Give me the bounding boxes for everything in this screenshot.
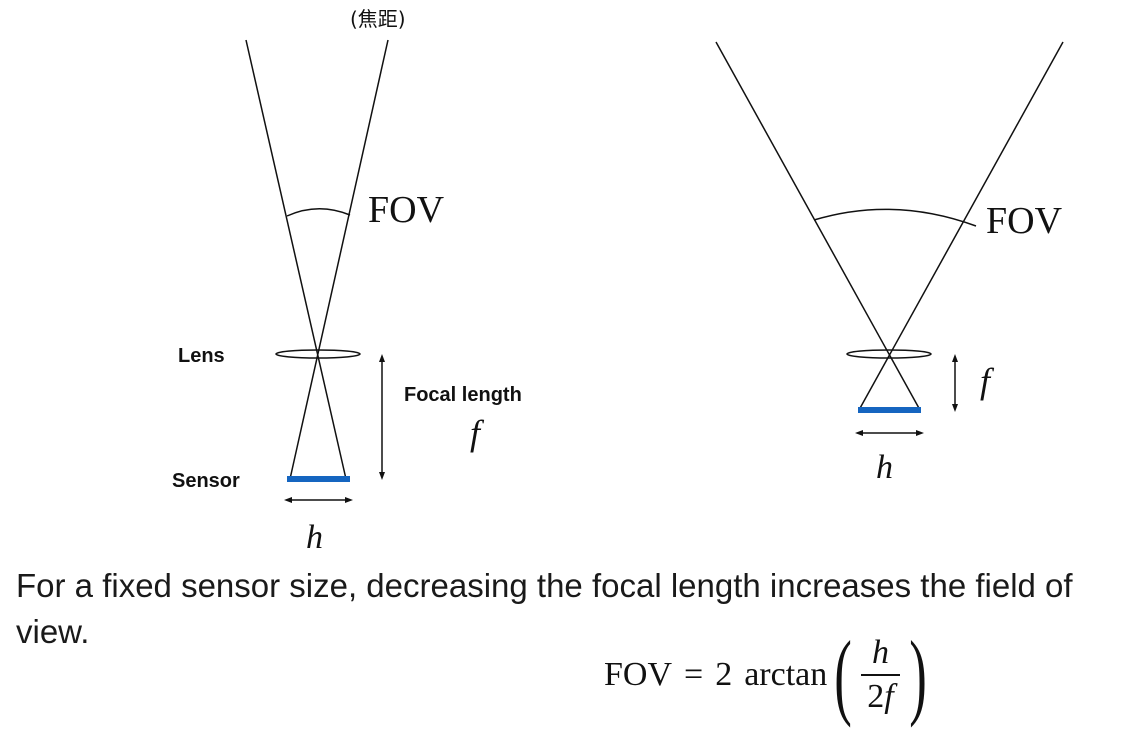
left-fov-arc — [286, 208, 351, 217]
formula-coef: 2 — [715, 656, 733, 693]
left-sensor-symbol: h — [306, 519, 323, 556]
left-fov-label: FOV — [368, 189, 445, 231]
formula-equals: = — [684, 656, 704, 693]
formula-close-paren: ) — [908, 621, 927, 728]
formula-fraction: h 2f — [861, 634, 900, 716]
right-focal-symbol: f — [980, 361, 995, 401]
right-diagram — [715, 41, 1064, 436]
formula-open-paren: ( — [834, 621, 853, 728]
formula-func: arctan — [744, 656, 828, 693]
right-ray-1 — [715, 41, 921, 411]
formula-denominator-var: f — [884, 678, 894, 715]
lens-label: Lens — [178, 345, 225, 367]
sensor-label: Sensor — [172, 470, 240, 492]
right-fov-label: FOV — [986, 200, 1063, 242]
left-focal-symbol: f — [470, 413, 485, 453]
formula-denominator-coef: 2 — [867, 678, 885, 715]
caption-text: For a fixed sensor size, decreasing the … — [16, 567, 1073, 650]
left-lens — [275, 349, 361, 359]
formula-numerator: h — [871, 634, 889, 671]
formula-denominator: 2f — [861, 674, 900, 716]
fov-formula: FOV = 2 arctan ( h 2f ) — [604, 620, 934, 730]
right-ray-2 — [858, 41, 1064, 411]
formula-lhs: FOV — [604, 656, 673, 693]
top-label: (焦距) — [350, 7, 406, 31]
focal-length-label: Focal length — [404, 384, 522, 406]
left-diagram — [245, 39, 389, 503]
left-ray-2 — [289, 39, 389, 480]
right-sensor-symbol: h — [876, 449, 893, 486]
right-fov-arc — [813, 208, 977, 227]
left-ray-1 — [245, 39, 347, 480]
right-lens — [846, 349, 932, 359]
